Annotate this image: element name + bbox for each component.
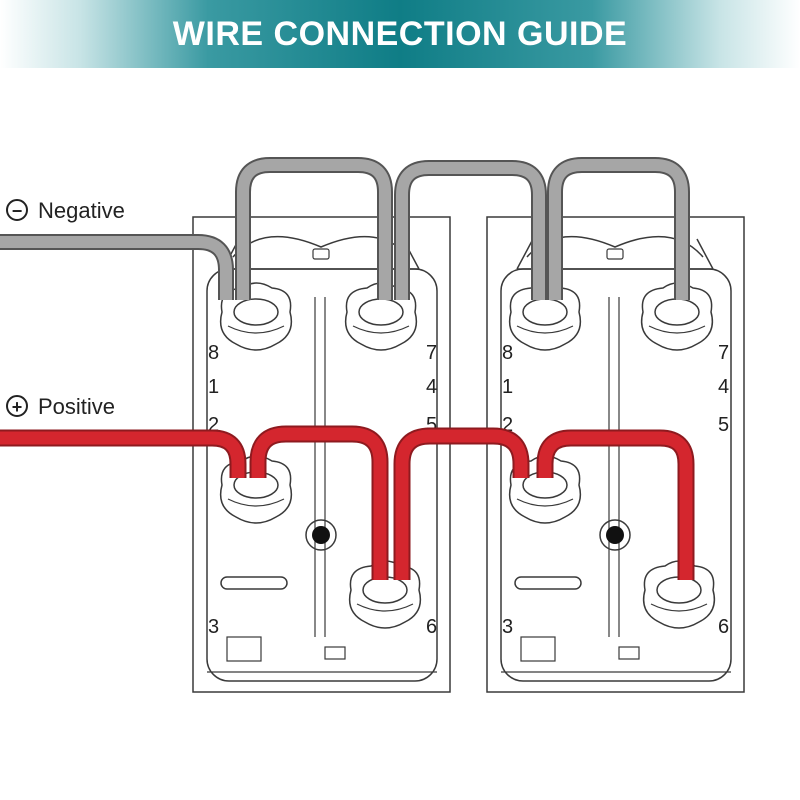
- plus-symbol: +: [12, 397, 23, 417]
- terminal-label: 2: [502, 414, 513, 436]
- terminal-label: 1: [502, 376, 513, 398]
- terminal-label: 6: [426, 616, 437, 638]
- terminal-label: 3: [502, 616, 513, 638]
- page-title: WIRE CONNECTION GUIDE: [172, 15, 628, 53]
- minus-symbol: −: [12, 201, 23, 221]
- terminal-label: 4: [426, 376, 437, 398]
- negative-wire-input: [0, 234, 234, 300]
- switch-2: 8 1 2 3 7 4 5 6: [486, 216, 745, 693]
- terminal-label: 8: [502, 342, 513, 364]
- legend-positive: + Positive: [6, 394, 115, 419]
- terminal-label: 5: [426, 414, 437, 436]
- terminal-label: 1: [208, 376, 219, 398]
- terminal-label: 7: [426, 342, 437, 364]
- terminal-label: 5: [718, 414, 729, 436]
- positive-wires: [0, 425, 695, 580]
- terminal-label: 8: [208, 342, 219, 364]
- positive-label: Positive: [38, 394, 115, 419]
- terminal-label: 4: [718, 376, 729, 398]
- terminal-label: 3: [208, 616, 219, 638]
- title-banner: [0, 0, 800, 68]
- negative-label: Negative: [38, 198, 125, 223]
- legend-negative: − Negative: [6, 198, 125, 223]
- switch-1: 8 1 2 3 7 4 5 6: [192, 216, 451, 693]
- terminal-label: 6: [718, 616, 729, 638]
- terminal-label: 7: [718, 342, 729, 364]
- minus-icon: [6, 199, 28, 221]
- negative-wires: [0, 157, 690, 300]
- terminal-label: 2: [208, 414, 219, 436]
- plus-icon: [6, 395, 28, 417]
